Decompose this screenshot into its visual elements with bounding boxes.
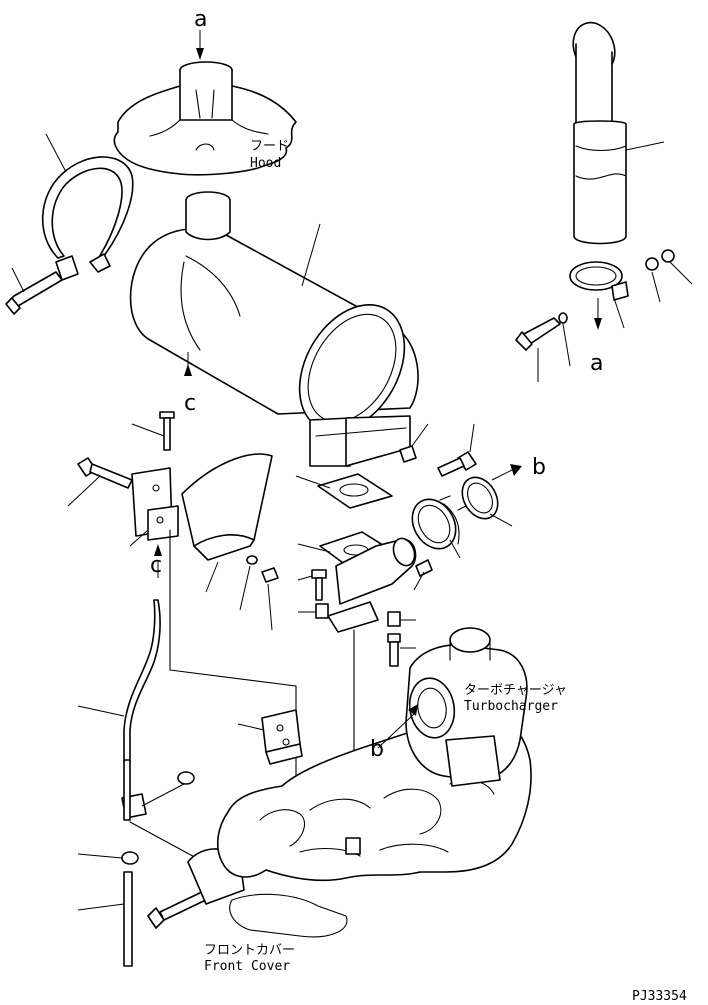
front-cover-label-jp: フロントカバー	[204, 943, 295, 958]
leader-shield-washer	[239, 565, 251, 611]
rod-nut-part	[121, 851, 139, 865]
leader-mount-bracket	[129, 529, 149, 547]
front-cover-label-en: Front Cover	[204, 959, 290, 974]
leader-bellows-bolt	[469, 423, 475, 453]
arrow-c-muffler-head	[184, 364, 192, 376]
stack-clamp-part	[569, 261, 629, 301]
leader-gasket-ring	[489, 513, 513, 527]
arrow-b-right-head	[510, 464, 522, 476]
stack-washer-part	[558, 312, 568, 324]
elbow-sensor-part	[415, 559, 433, 577]
leader-stack-clamp	[613, 297, 625, 329]
arrow-c-bracket-head	[154, 544, 162, 556]
ref-letter-a-pipe: a	[590, 351, 603, 376]
gasket-ring-part	[461, 476, 499, 520]
leader-lower-bracket	[237, 723, 265, 731]
arrow-a-top-head	[196, 48, 204, 60]
stack-bolt-part	[515, 317, 561, 351]
leader-stack-pipe	[625, 141, 665, 151]
mount-bracket-part	[131, 467, 179, 541]
leader-stack-washer-2	[651, 271, 661, 303]
ref-letter-c-muffler: c	[184, 391, 196, 416]
leader-clamp-band	[45, 133, 67, 173]
ref-letter-b-turbo: b	[370, 737, 384, 762]
leader-stack-nut	[669, 261, 693, 285]
leader-exhaust-elbow	[297, 543, 331, 553]
bellows-joint-part	[411, 495, 467, 550]
bracket-bolt-part	[159, 411, 175, 451]
support-rod-part	[123, 599, 161, 763]
leader-bracket-bolt	[131, 423, 165, 437]
arrow-a-pipe-head	[594, 318, 602, 330]
arrow-b-right-line	[491, 469, 513, 481]
muffler-part	[129, 191, 419, 467]
leader-rod-washer	[141, 783, 185, 807]
hood-label-en: Hood	[250, 156, 281, 171]
clamp-band-part	[41, 156, 134, 281]
leader-flange-nut	[411, 423, 429, 447]
turbocharger-part	[405, 627, 528, 787]
clamp-bolt-part	[5, 271, 63, 315]
turbocharger-label-en: Turbocharger	[464, 699, 558, 714]
ref-letter-a-top: a	[194, 7, 207, 32]
elbow-bolt-part	[311, 569, 327, 601]
flange-gasket-part	[317, 473, 393, 509]
lower-bracket-part	[261, 709, 303, 765]
leader-elbow-sensor	[413, 571, 425, 591]
cover-bolt-part	[147, 889, 211, 929]
leader-bracket-side-bolt	[67, 475, 101, 507]
elbow-spacer-2-part	[387, 611, 401, 627]
ref-letter-c-bracket: c	[150, 553, 162, 578]
elbow-bolt-2-part	[387, 633, 401, 667]
leader-shield-nut	[267, 583, 273, 631]
rod-stud-part	[123, 871, 133, 967]
elbow-spacer-part	[315, 603, 329, 619]
bellows-bolt-part	[437, 451, 477, 477]
leader-support-rod	[77, 705, 125, 717]
shield-nut-part	[261, 567, 279, 583]
flange-nut-part	[399, 445, 417, 463]
exhaust-elbow-part	[319, 531, 417, 633]
arrow-b-turbo-head	[408, 704, 418, 716]
bracket-side-bolt-part	[77, 457, 133, 489]
rod-lower-segment	[123, 759, 131, 821]
leader-stack-washer	[562, 323, 571, 367]
turbocharger-label-jp: ターボチャージャ	[464, 683, 567, 698]
leader-bellows-joint	[449, 539, 461, 559]
figure-id: PJ33354	[632, 989, 687, 1004]
hood-label-jp: フード	[250, 139, 289, 154]
ref-letter-b-right: b	[532, 455, 546, 480]
hood-part	[113, 61, 297, 176]
stack-pipe-part	[572, 21, 627, 245]
leader-elbow-bolt	[297, 575, 313, 581]
shield-washer-part	[246, 555, 258, 565]
leader-muffler	[301, 223, 321, 287]
leader-rod-stud	[77, 903, 125, 911]
leader-flange-gasket	[295, 475, 331, 489]
leader-heat-shield	[205, 561, 219, 593]
leader-rod-nut	[77, 853, 123, 859]
leader-clamp-bolt	[11, 267, 25, 293]
heat-shield-part	[181, 453, 273, 561]
rod-washer-part	[177, 771, 195, 785]
stack-nut-part	[645, 249, 675, 271]
guide-line-rod	[129, 821, 201, 861]
arrow-b-turbo-line	[377, 713, 415, 749]
